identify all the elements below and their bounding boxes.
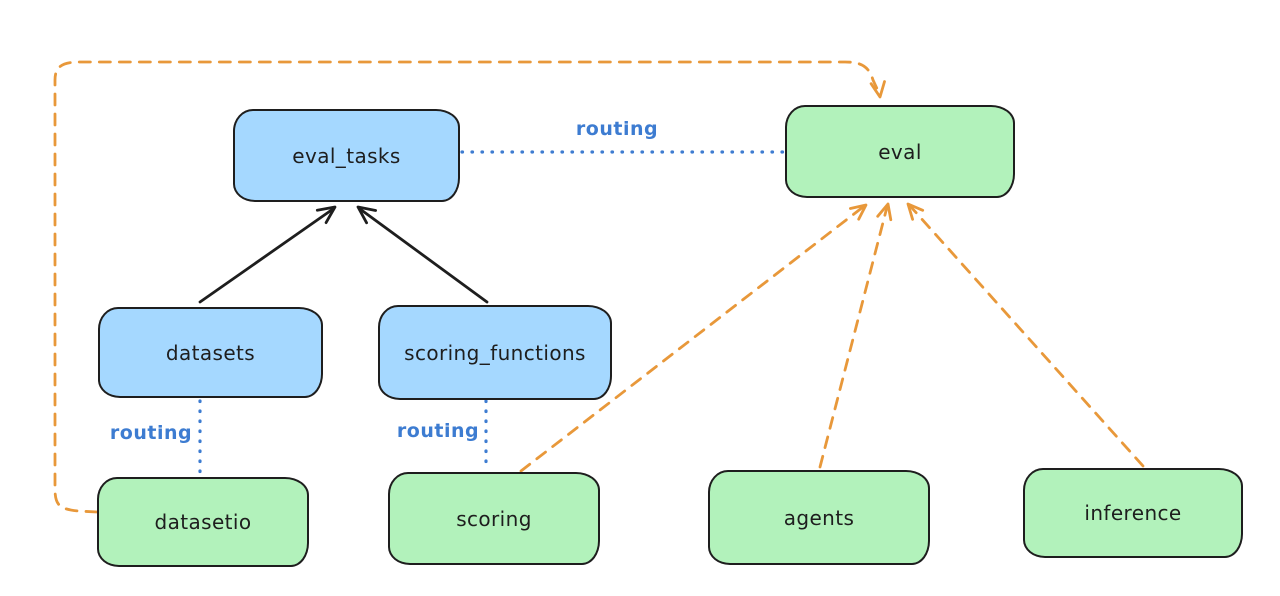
routing-label-scoring-functions-scoring: routing — [396, 420, 480, 442]
node-datasets-label: datasets — [165, 340, 256, 365]
node-scoring-functions: scoring_functions — [378, 305, 612, 400]
edge-scoring-functions-to-eval-tasks — [356, 205, 489, 304]
node-scoring-label: scoring — [456, 506, 532, 531]
edge-scoring-to-eval — [519, 203, 868, 473]
node-datasets: datasets — [98, 307, 323, 398]
node-eval-tasks-label: eval_tasks — [292, 143, 401, 168]
node-eval-tasks: eval_tasks — [233, 109, 460, 202]
edge-datasets-to-eval-tasks — [198, 205, 337, 304]
edge-inference-to-eval — [906, 202, 1145, 468]
node-scoring: scoring — [388, 472, 600, 565]
node-eval-label: eval — [878, 139, 922, 164]
node-datasetio-label: datasetio — [154, 510, 252, 534]
node-agents-label: agents — [783, 505, 855, 530]
node-inference: inference — [1023, 468, 1243, 558]
edge-agents-to-eval — [818, 202, 893, 469]
node-eval: eval — [785, 105, 1015, 198]
routing-label-eval-tasks-eval: routing — [575, 118, 659, 140]
node-inference-label: inference — [1084, 501, 1182, 525]
node-scoring-functions-label: scoring_functions — [404, 340, 586, 365]
node-agents: agents — [708, 470, 930, 565]
node-datasetio: datasetio — [97, 477, 309, 567]
edge-datasetio-to-eval — [53, 60, 886, 514]
routing-label-datasets-datasetio: routing — [109, 422, 193, 444]
